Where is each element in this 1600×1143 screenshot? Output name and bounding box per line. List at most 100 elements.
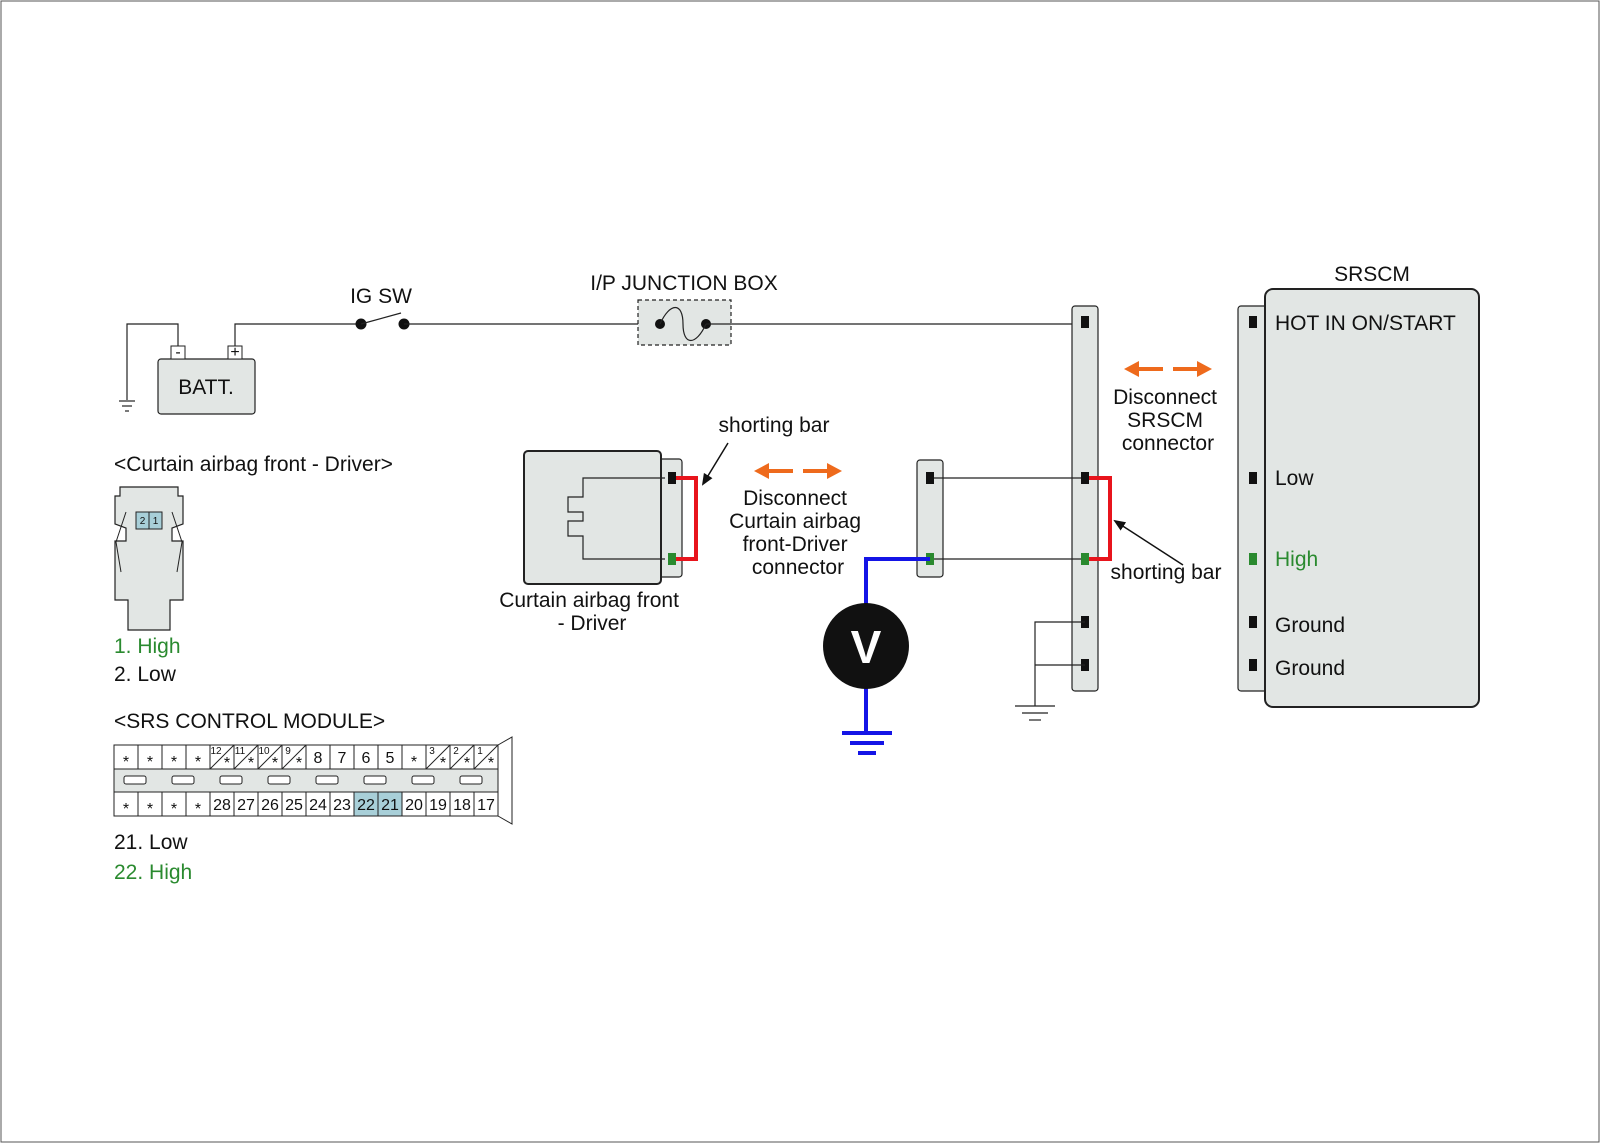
ig-sw-label: IG SW [350, 285, 412, 308]
srs-pin-star: * [464, 755, 470, 772]
srscm-pin-low [1249, 472, 1257, 484]
srs-connector-slot [363, 775, 387, 785]
srs-connector-slot [123, 775, 147, 785]
srs-pin-number: 1 [477, 746, 483, 757]
srs-pin-number: 2 [453, 746, 459, 757]
srs-pin-star: * [224, 755, 230, 772]
srs-pin-cell [377, 744, 403, 770]
harness-ground-wire [1034, 621, 1085, 706]
srs-connector-slot [171, 775, 195, 785]
battery-ground-wire [126, 323, 179, 400]
srs-pin-number: 9 [285, 746, 291, 757]
srs-connector-slot [411, 775, 435, 785]
srs-pin-cell [329, 791, 355, 817]
arrow-head [827, 463, 842, 479]
switch-blade [360, 312, 402, 325]
srscm-ground-label: Ground [1275, 657, 1345, 680]
shorting-bar-airbag-pointer [701, 442, 729, 486]
srs-pin-cell [137, 744, 163, 770]
srs-pin-diagonal [233, 744, 259, 770]
shorting-bar-right-label: shorting bar [1111, 561, 1222, 584]
srscm-pin-hot [1249, 316, 1257, 328]
airbag-pin-high [668, 553, 676, 565]
srs-connector-slot [459, 775, 483, 785]
srs-pin-cell [353, 744, 379, 770]
srs-pin-diagonal [281, 744, 307, 770]
srs-pin-star: * [195, 754, 201, 771]
srs-pin-number: 18 [453, 797, 471, 814]
srs-pin-number: 25 [285, 797, 303, 814]
srs-pin-number: 28 [213, 797, 231, 814]
srscm-pin-ground [1249, 616, 1257, 628]
battery-label: BATT. [178, 376, 234, 399]
disconnect-curtain-line: Disconnect [743, 487, 847, 510]
srs-legend-title: <SRS CONTROL MODULE> [114, 710, 385, 733]
harness-pin-low [1081, 472, 1089, 484]
srs-connector-slot [267, 775, 291, 785]
srs-pin-cell [209, 791, 235, 817]
connector-outline [114, 486, 184, 631]
srs-pin-star: * [488, 755, 494, 772]
srs-pin-number: 5 [386, 750, 395, 767]
srs-pin-number: 24 [309, 797, 327, 814]
airbag-pin-low [668, 472, 676, 484]
srscm-ground-label: Ground [1275, 614, 1345, 637]
airbag-name-line: Curtain airbag front [499, 589, 679, 612]
fuse-icon [637, 299, 732, 346]
srs-pin-number: 20 [405, 797, 423, 814]
connector-pin-number: 1 [153, 516, 159, 527]
srs-pin-number: 10 [258, 746, 270, 757]
airbag-name-line: - Driver [558, 612, 627, 635]
disconnect-srscm-label: Disconnect SRSCM connector [1113, 386, 1223, 455]
srs-pin-cell [353, 791, 379, 817]
disconnect-curtain-label: Disconnect Curtain airbag front-Driver c… [729, 487, 867, 579]
srs-pin-cell [329, 744, 355, 770]
harness-pin-hot [1081, 316, 1089, 328]
shorting-bar-airbag [676, 476, 698, 561]
double-arrow-icon [754, 463, 842, 479]
srs-pin-number: 12 [210, 746, 222, 757]
srscm-title: SRSCM [1334, 263, 1410, 286]
srs-pin-star: * [272, 755, 278, 772]
srs-pin-star: * [123, 754, 129, 771]
shorting-bar-srscm-pointer [1113, 519, 1184, 566]
srs-pin-diagonal [209, 744, 235, 770]
srs-pin-star: * [296, 755, 302, 772]
srs-pin-list-item: 22. High [114, 861, 192, 884]
srs-pin-list-item: 21. Low [114, 831, 188, 854]
srs-pin-diagonal [449, 744, 475, 770]
srscm-hot-label: HOT IN ON/START [1275, 312, 1456, 335]
voltmeter-body [823, 603, 909, 689]
junction-box [637, 299, 732, 346]
srs-pin-star: * [147, 801, 153, 818]
ground-icon [119, 400, 135, 412]
shorting-bar-top-label: shorting bar [719, 414, 830, 437]
battery-plus-label: + [230, 344, 239, 361]
curtain-harness-connector [916, 459, 944, 578]
srs-pin-number: 22 [357, 797, 375, 814]
srs-connector-slot [315, 775, 339, 785]
srs-pin-cell [185, 744, 211, 770]
srs-pin-number: 23 [333, 797, 351, 814]
srs-pin-number: 6 [362, 750, 371, 767]
srscm-mating-connector [1237, 305, 1269, 692]
ground-icon [1015, 705, 1055, 721]
switch-icon [355, 312, 410, 330]
curtain-pin-list-item: 2. Low [114, 663, 177, 686]
srs-pin-cell [233, 791, 259, 817]
connector-right-wing [171, 511, 183, 573]
battery-minus-label: - [175, 344, 180, 361]
srs-pin-star: * [171, 754, 177, 771]
battery-icon: - + BATT. [157, 344, 256, 415]
srs-pin-number: 21 [381, 797, 399, 814]
double-arrow-icon [1124, 361, 1212, 377]
srscm-module [1264, 288, 1480, 708]
srs-pin-star: * [123, 801, 129, 818]
srs-pin-diagonal [425, 744, 451, 770]
harness-pin-high [1081, 553, 1089, 565]
srs-pin-number: 8 [314, 750, 323, 767]
disconnect-curtain-line: connector [752, 556, 844, 579]
